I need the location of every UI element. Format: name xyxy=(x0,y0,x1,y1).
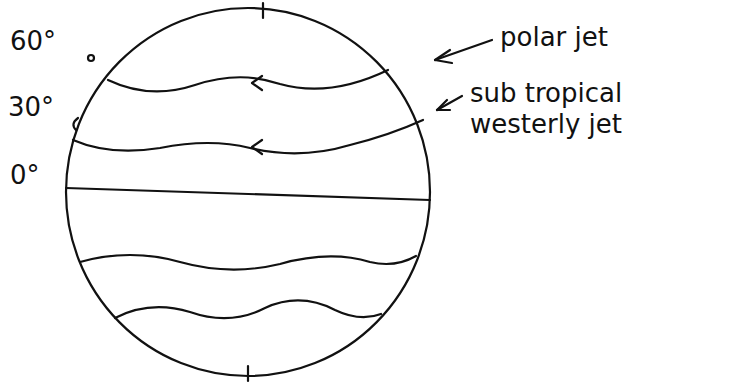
leader-arrowhead xyxy=(437,100,450,110)
leader-arrowhead xyxy=(435,50,452,63)
jet-label: sub tropical westerly jet xyxy=(470,78,670,140)
equator-line xyxy=(66,188,430,200)
jet-label: polar jet xyxy=(500,22,720,53)
globe-outline xyxy=(66,8,430,376)
subtropical-jet-line xyxy=(73,120,423,153)
southern-jet-line xyxy=(115,300,381,318)
latitude-mark xyxy=(88,55,94,61)
latitude-label: 30° xyxy=(8,92,54,123)
latitude-label: 60° xyxy=(10,26,56,57)
leader-arrow xyxy=(437,96,462,110)
pole-tick xyxy=(247,366,249,381)
southern-jet-line xyxy=(80,255,416,270)
leader-arrow xyxy=(435,40,492,60)
polar-jet-line xyxy=(108,70,388,91)
flow-arrow xyxy=(252,140,262,154)
pole-tick xyxy=(262,3,264,18)
latitude-label: 0° xyxy=(10,160,40,191)
flow-arrow xyxy=(252,76,262,90)
latitude-mark xyxy=(73,118,78,130)
